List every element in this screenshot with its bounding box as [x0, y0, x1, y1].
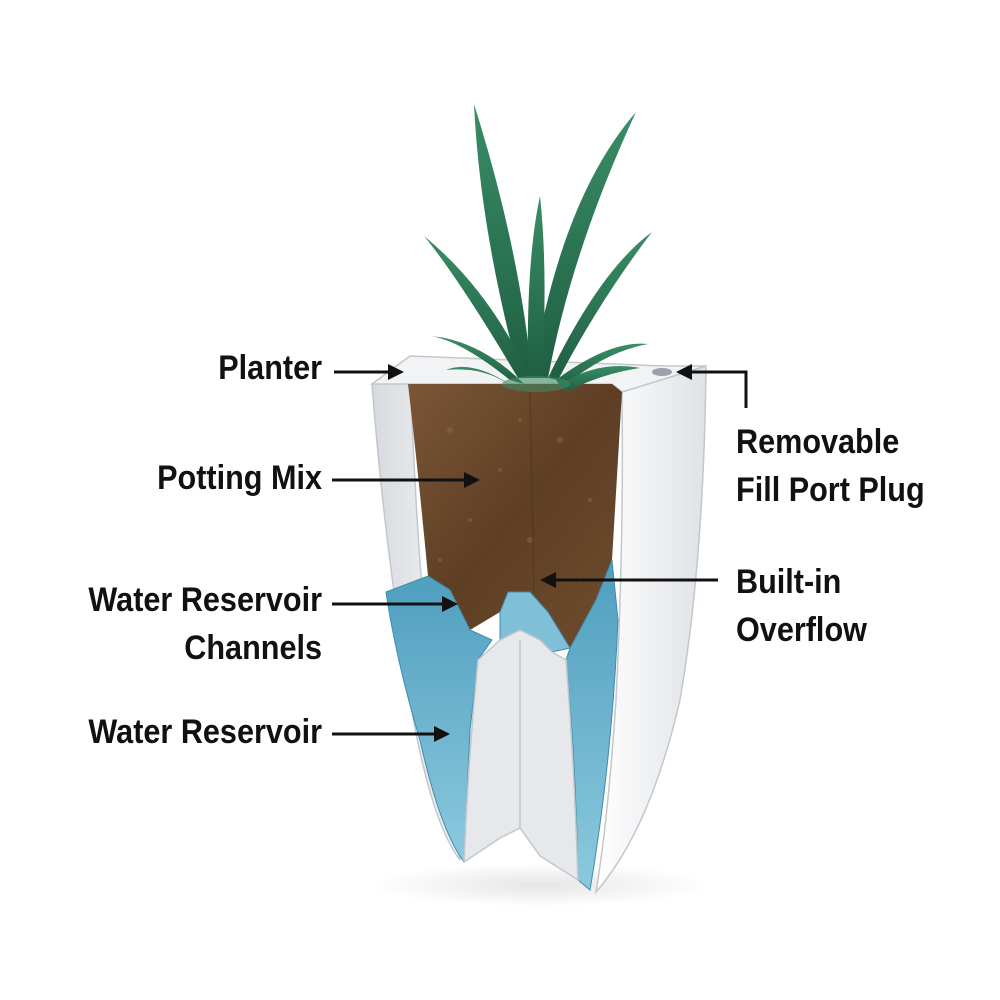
label-reservoir-text: Water Reservoir — [88, 713, 322, 751]
label-planter-text: Planter — [218, 349, 322, 387]
label-fill-port-line1: Removable — [736, 423, 900, 461]
label-built-in-overflow: Built-in Overflow — [736, 558, 934, 654]
label-potting-mix: Potting Mix — [86, 454, 322, 502]
arrowhead-channels — [442, 596, 458, 612]
arrowhead-overflow — [540, 572, 556, 588]
arrowhead-potting-mix — [464, 472, 480, 488]
label-fill-port-line2: Fill Port Plug — [736, 471, 925, 509]
label-overflow-line1: Built-in — [736, 563, 842, 601]
fill-port-plug — [652, 368, 672, 376]
label-water-reservoir: Water Reservoir — [50, 708, 322, 756]
soil-divider-shade — [529, 391, 535, 593]
callout-arrows — [332, 364, 748, 742]
plant-base — [502, 376, 570, 392]
label-removable-fill-port-plug: Removable Fill Port Plug — [736, 418, 961, 514]
label-water-reservoir-channels: Water Reservoir Channels — [50, 576, 322, 672]
water-reservoir-left — [385, 575, 493, 864]
plant-leaves — [424, 104, 652, 392]
arrow-fill-port — [690, 370, 748, 408]
arrowhead-fill-port — [676, 364, 692, 380]
label-planter: Planter — [140, 344, 322, 392]
potting-mix — [408, 384, 622, 648]
label-channels-line1: Water Reservoir — [88, 581, 322, 619]
label-channels-line2: Channels — [184, 629, 322, 667]
arrowhead-planter — [388, 364, 404, 380]
floor-shadow — [370, 863, 710, 907]
planter-right-wall — [594, 364, 707, 895]
water-reservoir-right — [565, 559, 619, 891]
arrowhead-reservoir — [434, 726, 450, 742]
label-overflow-line2: Overflow — [736, 611, 867, 649]
label-potting-mix-text: Potting Mix — [157, 459, 322, 497]
